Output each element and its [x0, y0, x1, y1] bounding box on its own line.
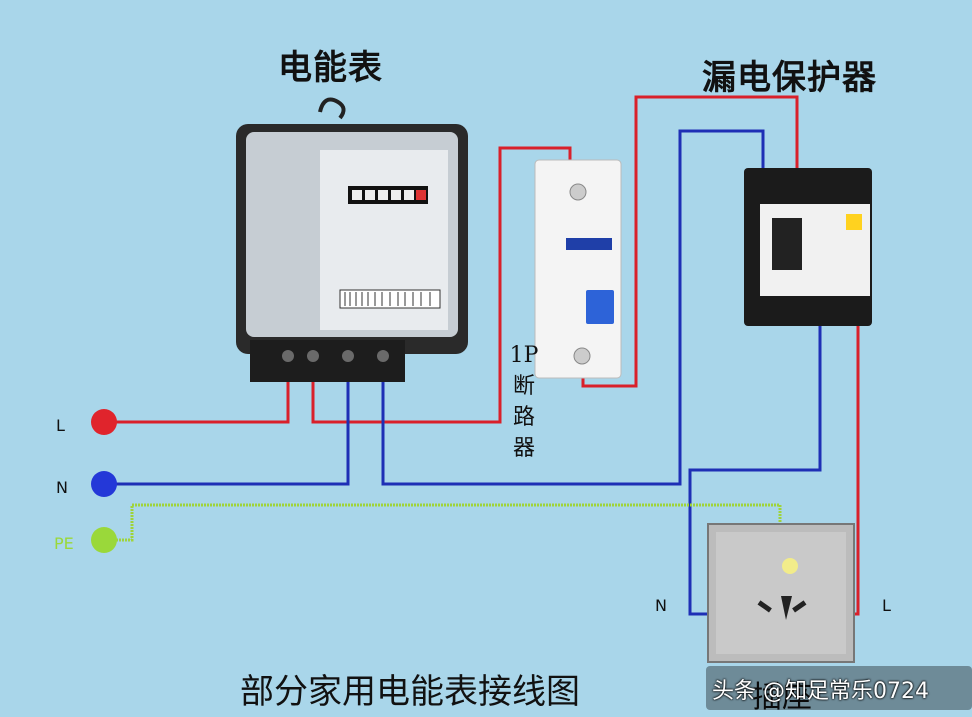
socket: [707, 523, 855, 663]
watermark-bg: [706, 666, 972, 710]
terminal-N: [91, 471, 117, 497]
live-wire-meter-to-breaker: [311, 146, 572, 424]
rcd-title: 漏电保护器: [702, 58, 877, 98]
rcd-device: [744, 168, 872, 326]
diagram-caption: 部分家用电能表接线图: [240, 672, 580, 712]
breaker-label-char3: 器: [512, 436, 535, 461]
terminal-PE-label: PE: [54, 534, 74, 553]
socket-L-label: L: [882, 596, 891, 615]
electric-meter: [236, 97, 468, 382]
socket-N-label: N: [655, 596, 667, 615]
terminal-L: [91, 409, 117, 435]
breaker-label-char2: 路: [512, 405, 535, 430]
neutral-wire-meter-to-rcd: [381, 129, 765, 486]
neutral-wire-input: [104, 380, 350, 486]
terminal-N-label: N: [56, 478, 68, 497]
breaker-label: 1P 断 路 器: [508, 340, 540, 464]
live-wire-breaker-to-rcd: [581, 95, 799, 388]
live-wire-input: [104, 380, 290, 424]
meter-title: 电能表: [278, 48, 383, 88]
breaker-label-line1: 1P: [509, 343, 539, 368]
watermark: 头条 @知足常乐0724: [712, 679, 929, 704]
terminal-PE: [91, 527, 117, 553]
terminal-L-label: L: [56, 416, 65, 435]
socket-title: 插座: [752, 680, 812, 715]
breaker-1p: [534, 159, 622, 379]
breaker-label-char1: 断: [512, 374, 535, 399]
earth-wire: [104, 503, 782, 580]
